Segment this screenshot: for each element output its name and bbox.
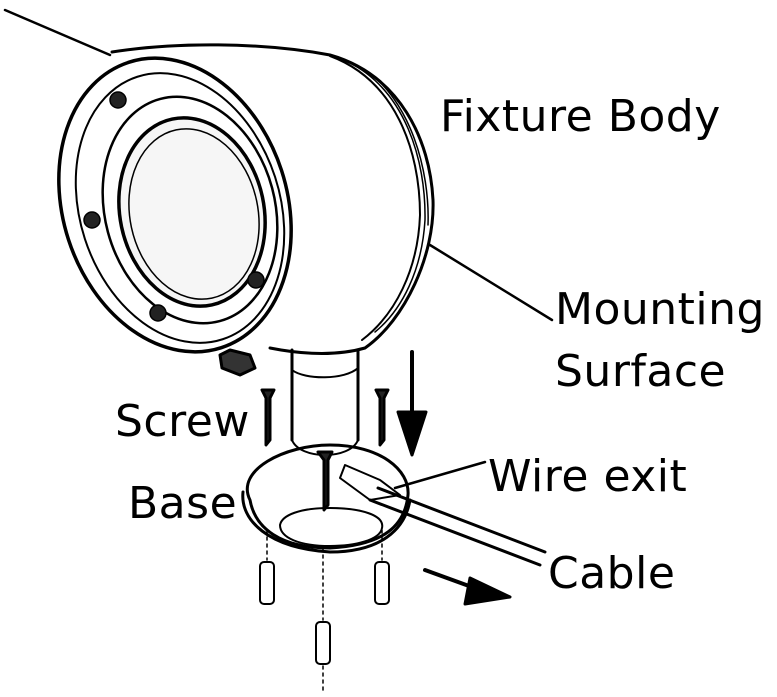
- base-screw-pocket: [279, 507, 384, 547]
- label-fixture-body: Fixture Body: [440, 91, 721, 142]
- fixture-front-rim-inner: [74, 72, 286, 344]
- fixture-body-ridge-2: [347, 61, 426, 333]
- screw-icon: [374, 388, 390, 447]
- bezel-screw-icon: [109, 91, 127, 109]
- fixture-neck-collar: [291, 367, 359, 379]
- wall-anchor-icon: [374, 561, 390, 605]
- label-wire-exit: Wire exit: [488, 451, 688, 502]
- wall-anchor-icon: [315, 621, 331, 665]
- label-mounting-surface-line1: Mounting: [555, 284, 765, 335]
- bezel-screw-icon: [149, 304, 167, 322]
- screw-icon: [260, 388, 276, 447]
- leader-line-wire-exit: [393, 460, 487, 490]
- label-mounting-surface-line2: Surface: [555, 346, 727, 397]
- fixture-neck: [290, 348, 360, 442]
- adjustment-knob: [218, 348, 257, 377]
- leader-line-mounting-surface: [428, 243, 554, 322]
- wire-exit-slot: [339, 464, 401, 501]
- fixture-bezel: [101, 95, 279, 325]
- mounting-base-rim: [241, 490, 412, 554]
- label-screw: Screw: [115, 396, 250, 447]
- down-arrow-icon: [396, 410, 428, 457]
- fixture-body-ridge-1: [329, 55, 421, 341]
- fixture-lens: [117, 116, 267, 308]
- bezel-screw-icon: [83, 211, 101, 229]
- right-arrow-icon: [463, 576, 512, 606]
- label-base: Base: [128, 478, 238, 529]
- cable: [368, 486, 547, 567]
- screw-icon: [316, 450, 334, 512]
- fixture-body-ridge-3: [364, 69, 429, 226]
- leader-line-fixture-rim: [3, 8, 112, 57]
- bezel-screw-icon: [247, 271, 265, 289]
- wall-anchor-icon: [259, 561, 275, 605]
- fixture-lens-inner-edge: [128, 128, 260, 300]
- label-cable: Cable: [548, 548, 676, 599]
